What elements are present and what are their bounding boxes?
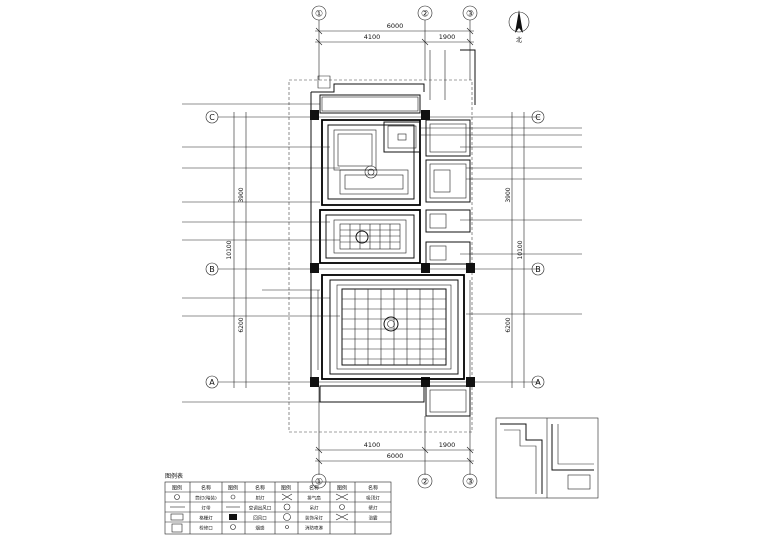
main-lattice	[342, 289, 446, 365]
axis-bottom-2: ②	[421, 478, 429, 488]
dim-right-total: 10100	[517, 240, 524, 259]
row-right-C: C	[535, 113, 541, 122]
legend-title: 图例表	[165, 472, 183, 480]
axis-label-2: ②	[421, 10, 429, 20]
columns	[310, 110, 475, 387]
legend-header: 名称	[368, 485, 378, 492]
grille-light-icon	[170, 513, 184, 521]
axis-label-3: ③	[466, 10, 474, 20]
pendant-lamp-icon	[283, 503, 291, 511]
legend-cell: 格栅灯	[199, 515, 213, 522]
legend-header: 图例	[228, 485, 238, 492]
axis-label-1: ①	[315, 10, 323, 20]
ceiling-lamp-icon	[335, 493, 349, 501]
legend-header: 图例	[172, 485, 182, 492]
north-label: 北	[516, 36, 522, 44]
wall-lamp-icon	[339, 504, 345, 510]
access-panel-icon	[171, 523, 183, 533]
spotlight-icon	[230, 494, 236, 500]
mid-lattice	[340, 224, 400, 249]
room-upper-left	[319, 94, 421, 206]
left-callouts	[182, 103, 340, 403]
room-upper-right	[425, 119, 471, 203]
row-axes: C B A C B A	[205, 110, 545, 389]
legend-cell: 检修口	[199, 525, 213, 532]
legend-cell: 消防喷淋	[305, 525, 323, 532]
bath-heater-icon	[335, 513, 349, 521]
legend-header: 名称	[255, 485, 265, 492]
dim-right-lower: 6200	[505, 317, 512, 332]
row-right-A: A	[535, 378, 541, 387]
top-dimensions: 6000 4100 1900	[315, 22, 474, 46]
legend-cell: 浴霸	[369, 515, 378, 522]
legend-cell: 吸顶灯	[366, 495, 380, 502]
dim-left-lower: 6200	[238, 317, 245, 332]
right-dimensions: 3900 10100 6200	[505, 112, 525, 388]
bottom-dimensions: 4100 1900 6000 ① ② ③	[311, 387, 478, 489]
legend-cell: 排气扇	[307, 495, 321, 502]
legend-cell: 筒灯(暗装)	[195, 495, 217, 502]
smoke-detector-icon	[230, 524, 236, 530]
legend-header: 名称	[309, 485, 319, 492]
legend-cell: 烟感	[256, 525, 265, 532]
row-left-A: A	[209, 378, 215, 387]
legend-cell: 吊灯	[310, 505, 319, 512]
sprinkler-icon	[285, 525, 289, 529]
axis-bottom-3: ③	[466, 478, 474, 488]
row-left-B: B	[209, 265, 215, 274]
right-callouts	[420, 127, 582, 315]
exhaust-fan-icon	[281, 493, 293, 501]
chandelier-icon	[283, 513, 291, 521]
room-mid-left	[319, 209, 421, 264]
legend-cell: 装饰吊灯	[305, 515, 323, 522]
dim-bottom-right: 1900	[439, 441, 456, 449]
dim-bottom-total: 6000	[387, 452, 404, 460]
legend-header: 图例	[281, 485, 291, 492]
north-arrow: 北	[508, 10, 530, 44]
legend-cell: 壁灯	[369, 505, 378, 512]
detail-inset	[495, 417, 599, 499]
row-left-C: C	[209, 113, 215, 122]
building-outline	[288, 49, 476, 433]
room-mid-right	[425, 209, 471, 265]
row-right-B: B	[535, 265, 541, 274]
return-vent-icon	[229, 514, 237, 520]
legend-cell: 空调出风口	[249, 505, 272, 512]
balcony	[319, 385, 471, 417]
dim-bottom-left: 4100	[364, 441, 381, 449]
legend-header: 名称	[201, 485, 211, 492]
dim-left-upper: 3900	[238, 187, 245, 202]
left-dimensions: 3900 10100 6200	[226, 112, 247, 388]
axis-bottom-1: ①	[315, 478, 323, 488]
downlight-icon	[174, 494, 180, 500]
legend-header: 图例	[337, 485, 347, 492]
top-axis-bubbles: ① ② ③	[311, 5, 478, 80]
legend-cell: 灯带	[202, 505, 211, 512]
dim-left-total: 10100	[226, 240, 233, 259]
dim-top-left: 4100	[364, 33, 381, 41]
legend-cell: 回风口	[253, 516, 267, 522]
dim-right-upper: 3900	[505, 187, 512, 202]
dim-top-total: 6000	[387, 22, 404, 30]
room-main-lower	[317, 274, 471, 380]
room-upper-mid	[383, 121, 421, 153]
dim-top-right: 1900	[439, 33, 456, 41]
legend-cell: 射灯	[256, 495, 265, 502]
